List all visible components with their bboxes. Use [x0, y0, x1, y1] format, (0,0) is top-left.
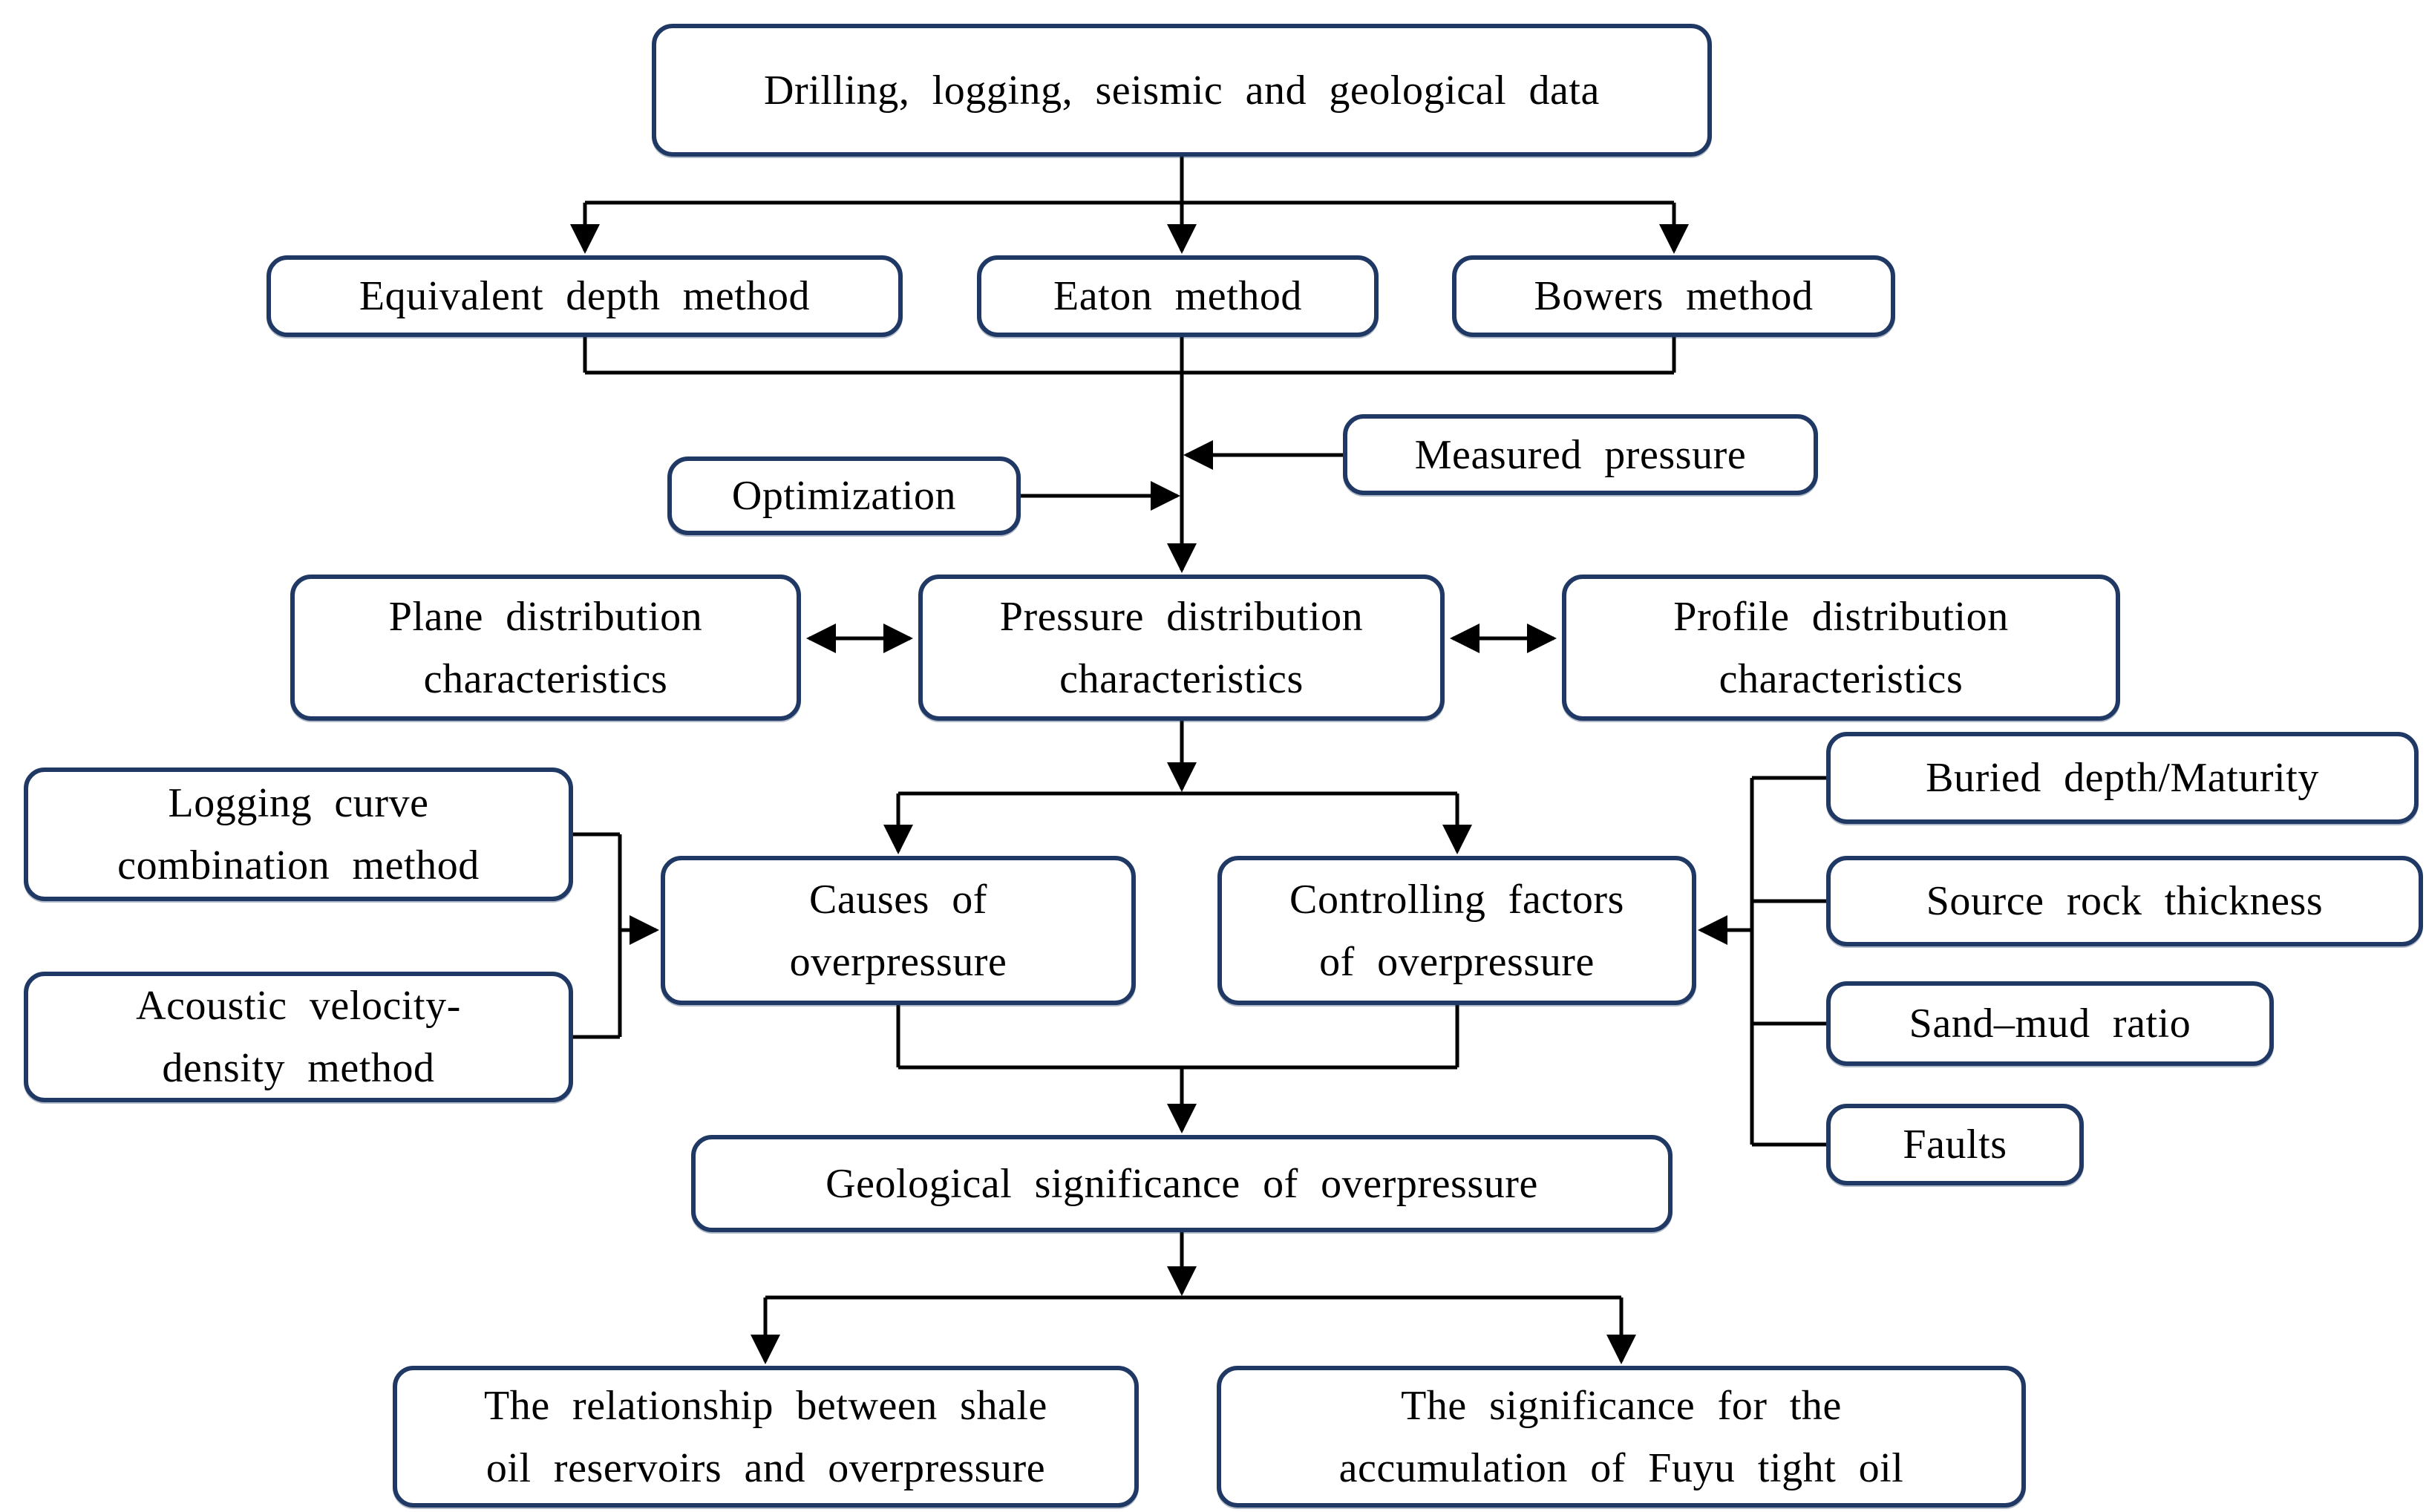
node-plane-distribution: Plane distribution characteristics	[290, 575, 801, 721]
node-acoustic-velocity-density-label: Acoustic velocity- density method	[136, 983, 461, 1091]
node-shale-oil-relationship-label: The relationship between shale oil reser…	[484, 1382, 1047, 1491]
node-buried-depth-maturity: Buried depth/Maturity	[1826, 732, 2419, 824]
node-equivalent-depth-method-label: Equivalent depth method	[359, 273, 811, 319]
node-profile-distribution: Profile distribution characteristics	[1562, 575, 2120, 721]
node-controlling-factors: Controlling factors of overpressure	[1217, 856, 1696, 1005]
node-sand-mud-ratio: Sand–mud ratio	[1826, 981, 2274, 1066]
node-shale-oil-relationship: The relationship between shale oil reser…	[393, 1366, 1139, 1508]
node-acoustic-velocity-density: Acoustic velocity- density method	[24, 972, 573, 1102]
node-bowers-method: Bowers method	[1452, 255, 1895, 337]
node-pressure-distribution: Pressure distribution characteristics	[918, 575, 1445, 721]
node-causes-of-overpressure-label: Causes of overpressure	[789, 876, 1007, 985]
node-bowers-method-label: Bowers method	[1534, 273, 1814, 319]
node-faults: Faults	[1826, 1104, 2084, 1185]
node-drilling-logging-data: Drilling, logging, seismic and geologica…	[652, 24, 1712, 157]
node-measured-pressure: Measured pressure	[1343, 414, 1818, 495]
node-fuyu-tight-oil-significance: The significance for the accumulation of…	[1217, 1366, 2026, 1508]
node-geological-significance-label: Geological significance of overpressure	[825, 1160, 1538, 1207]
node-source-rock-thickness: Source rock thickness	[1826, 856, 2423, 946]
node-optimization: Optimization	[667, 456, 1021, 535]
node-logging-curve-combination: Logging curve combination method	[24, 768, 573, 901]
node-measured-pressure-label: Measured pressure	[1414, 431, 1747, 478]
node-sand-mud-ratio-label: Sand–mud ratio	[1909, 1001, 2191, 1047]
node-drilling-logging-data-label: Drilling, logging, seismic and geologica…	[764, 67, 1600, 114]
node-logging-curve-combination-label: Logging curve combination method	[117, 780, 480, 888]
node-buried-depth-maturity-label: Buried depth/Maturity	[1926, 755, 2319, 801]
node-fuyu-tight-oil-significance-label: The significance for the accumulation of…	[1338, 1382, 1904, 1491]
node-geological-significance: Geological significance of overpressure	[691, 1135, 1673, 1232]
node-faults-label: Faults	[1903, 1122, 2007, 1168]
node-causes-of-overpressure: Causes of overpressure	[661, 856, 1136, 1005]
node-pressure-distribution-label: Pressure distribution characteristics	[999, 593, 1364, 702]
node-plane-distribution-label: Plane distribution characteristics	[388, 593, 703, 702]
node-source-rock-thickness-label: Source rock thickness	[1926, 878, 2324, 924]
node-eaton-method-label: Eaton method	[1053, 273, 1302, 319]
node-equivalent-depth-method: Equivalent depth method	[267, 255, 903, 337]
node-profile-distribution-label: Profile distribution characteristics	[1673, 593, 2009, 702]
node-eaton-method: Eaton method	[977, 255, 1379, 337]
node-optimization-label: Optimization	[731, 473, 957, 519]
node-controlling-factors-label: Controlling factors of overpressure	[1289, 876, 1624, 985]
